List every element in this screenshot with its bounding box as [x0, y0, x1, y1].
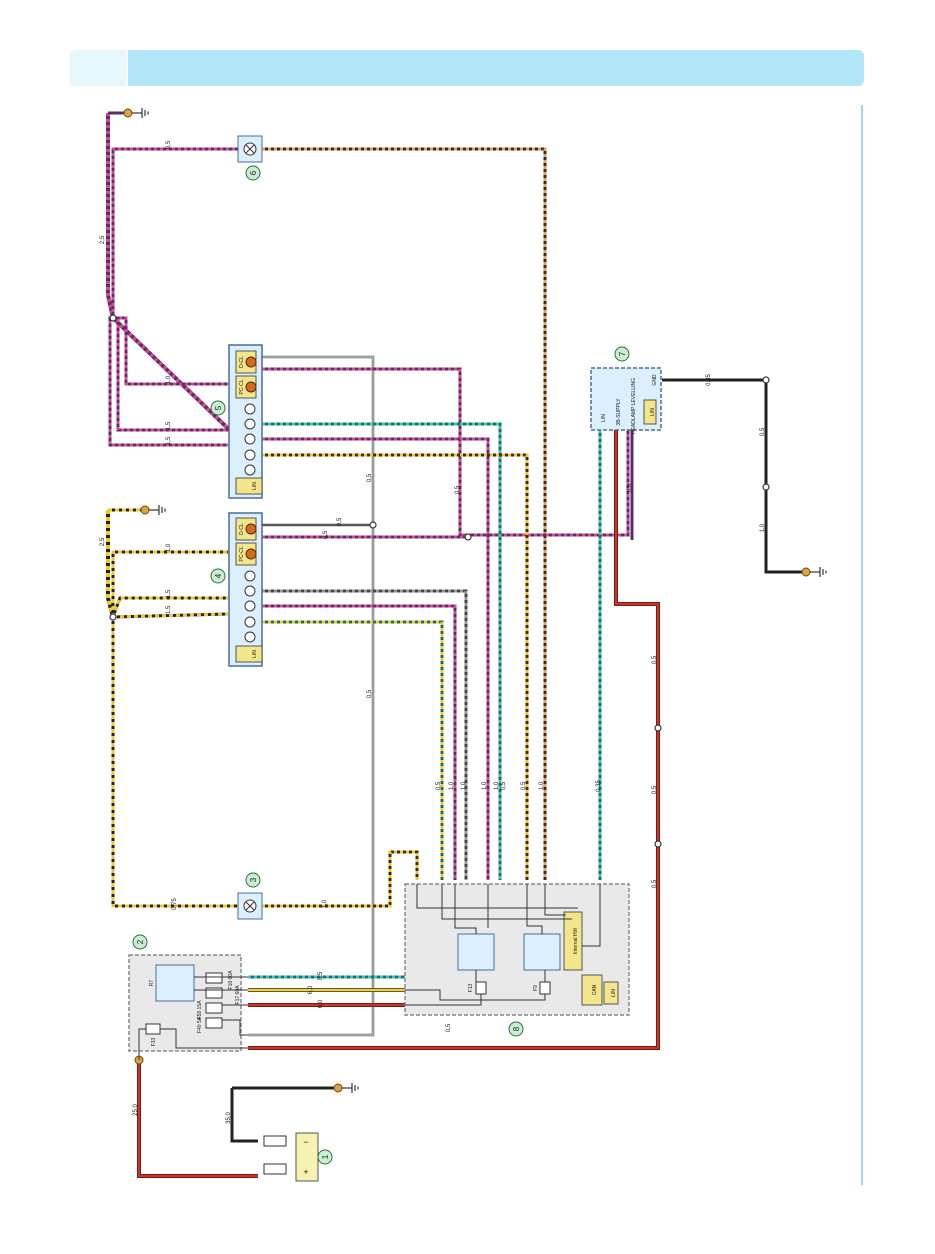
gauge-label: 0,5	[318, 971, 324, 980]
gauge-label: 1,0	[449, 781, 455, 790]
gauge-label: 0,35	[706, 374, 712, 386]
m2-relay: R7	[149, 980, 155, 987]
callout-2: 2	[136, 939, 145, 944]
callout-6: 6	[249, 170, 258, 175]
gauge-label: 6,0	[318, 999, 324, 1008]
callout-5: 5	[214, 405, 223, 410]
gauge-label: 2,5	[100, 235, 106, 244]
gauge-label: 1,0	[494, 781, 500, 790]
gauge-label: 0,5	[521, 781, 527, 790]
callout-1: 1	[321, 1154, 330, 1159]
callout-numbers: 1 2 3 4 5 6 7 8	[136, 170, 627, 1159]
m4-pcl: PC-CL	[239, 546, 245, 561]
wire-gauge-labels: 0,5 2,5 1,0 1,5 1,5 0,5 0,5 0,5 2,5 1,0 …	[100, 140, 766, 1124]
m8-internal: Internal HW	[573, 928, 579, 955]
callout-7: 7	[618, 351, 627, 356]
wires-purple	[106, 113, 242, 447]
gauge-label: 0,5	[652, 655, 658, 664]
wires-bundle	[248, 147, 634, 1037]
gauge-label: 0,5	[436, 781, 442, 790]
gauge-label: 1,0	[322, 899, 328, 908]
gauge-label: 1,5	[166, 605, 172, 614]
gauge-label: 0,5	[446, 1023, 452, 1032]
m2-fuse-f17: F17 60A	[235, 985, 241, 1005]
gauge-label: 0,5	[627, 483, 633, 492]
wires-right-ground	[662, 378, 803, 574]
junction-dots	[109, 314, 770, 848]
gauge-label: 0,5	[652, 785, 658, 794]
m4-ccl: D-CL	[239, 523, 245, 535]
callout-4: 4	[214, 573, 223, 578]
m7-pin-levelling: HEADLAMP LEVELLING	[631, 378, 637, 434]
gauge-label: 1,5	[166, 436, 172, 445]
gauge-label: 25,0	[133, 1104, 139, 1116]
m8-can: CAN	[592, 984, 598, 995]
m7-pin-gnd: GND	[652, 374, 658, 386]
m2-fuse-f33: F33	[151, 1037, 157, 1046]
door-module-5	[228, 344, 263, 499]
gauge-label: 0,5	[337, 517, 343, 526]
gauge-label: 1,0	[461, 781, 467, 790]
gauge-label: 1,5	[166, 589, 172, 598]
m7-lin: LIN	[650, 408, 656, 416]
door-module-4	[228, 512, 263, 667]
m2-fuse-f59: F59 15A	[197, 1000, 203, 1020]
fuse-box-2	[128, 954, 248, 1060]
right-border-rule	[861, 105, 863, 1185]
gauge-label: 0,5	[367, 689, 373, 698]
m5-ccl: D-CL	[239, 356, 245, 368]
m5-pcl: PC-CL	[239, 379, 245, 394]
central-module-8	[404, 883, 630, 1016]
gauge-label: 0,5	[367, 473, 373, 482]
callout-8: 8	[512, 1026, 521, 1031]
battery-minus: −	[303, 1137, 308, 1147]
lamp-6	[237, 135, 263, 163]
gauge-label: 1,5	[166, 421, 172, 430]
gauge-label: 1,0	[760, 523, 766, 532]
gauge-label: 0,35	[596, 780, 602, 792]
m8-fuse-f9: F9	[533, 985, 539, 991]
m7-pin-supply: 3B-SUPPLY	[616, 398, 622, 426]
gauge-label: 35,0	[226, 1112, 232, 1124]
gauge-label: 0,5	[652, 879, 658, 888]
m8-fuse-f13: F13	[468, 983, 474, 992]
wires-yellow-black	[106, 111, 238, 908]
gauge-label: 0,5	[501, 781, 507, 790]
gauge-label: 2,5	[100, 537, 106, 546]
wires-red	[137, 430, 660, 1178]
gauge-label: 0,5	[166, 140, 172, 149]
gauge-label: 0,75	[172, 898, 178, 910]
m2-fuse-f40: F40 5A	[197, 1016, 203, 1033]
m2-fuse-f18: F18 60A	[228, 970, 234, 990]
header-tab	[70, 50, 128, 86]
battery-1	[263, 1132, 319, 1182]
m5-lin: LIN	[252, 482, 258, 490]
gauge-label: 1,0	[482, 781, 488, 790]
callout-circles	[132, 165, 630, 1165]
gauge-label: 0,5	[455, 485, 461, 494]
gauge-label: 0,5	[323, 530, 329, 539]
gauge-label: 0,5	[760, 427, 766, 436]
module-labels: D-CL PC-CL LIN D-CL PC-CL LIN LIN 3B-SUP…	[149, 356, 658, 1177]
lamp-3	[237, 892, 263, 920]
callout-3: 3	[249, 877, 258, 882]
gauge-label: 1,0	[166, 375, 172, 384]
headlamp-levelling-module-7	[590, 367, 662, 431]
header-bar	[70, 50, 864, 86]
m4-lin: LIN	[252, 650, 258, 658]
gauge-label: 1,0	[539, 781, 545, 790]
battery-plus: +	[303, 1167, 308, 1177]
gauge-label: 1,0	[166, 543, 172, 552]
m7-pin-lin: LIN	[601, 414, 607, 422]
gauge-label: 6,0	[308, 985, 314, 994]
m8-lin: LIN	[611, 989, 617, 997]
